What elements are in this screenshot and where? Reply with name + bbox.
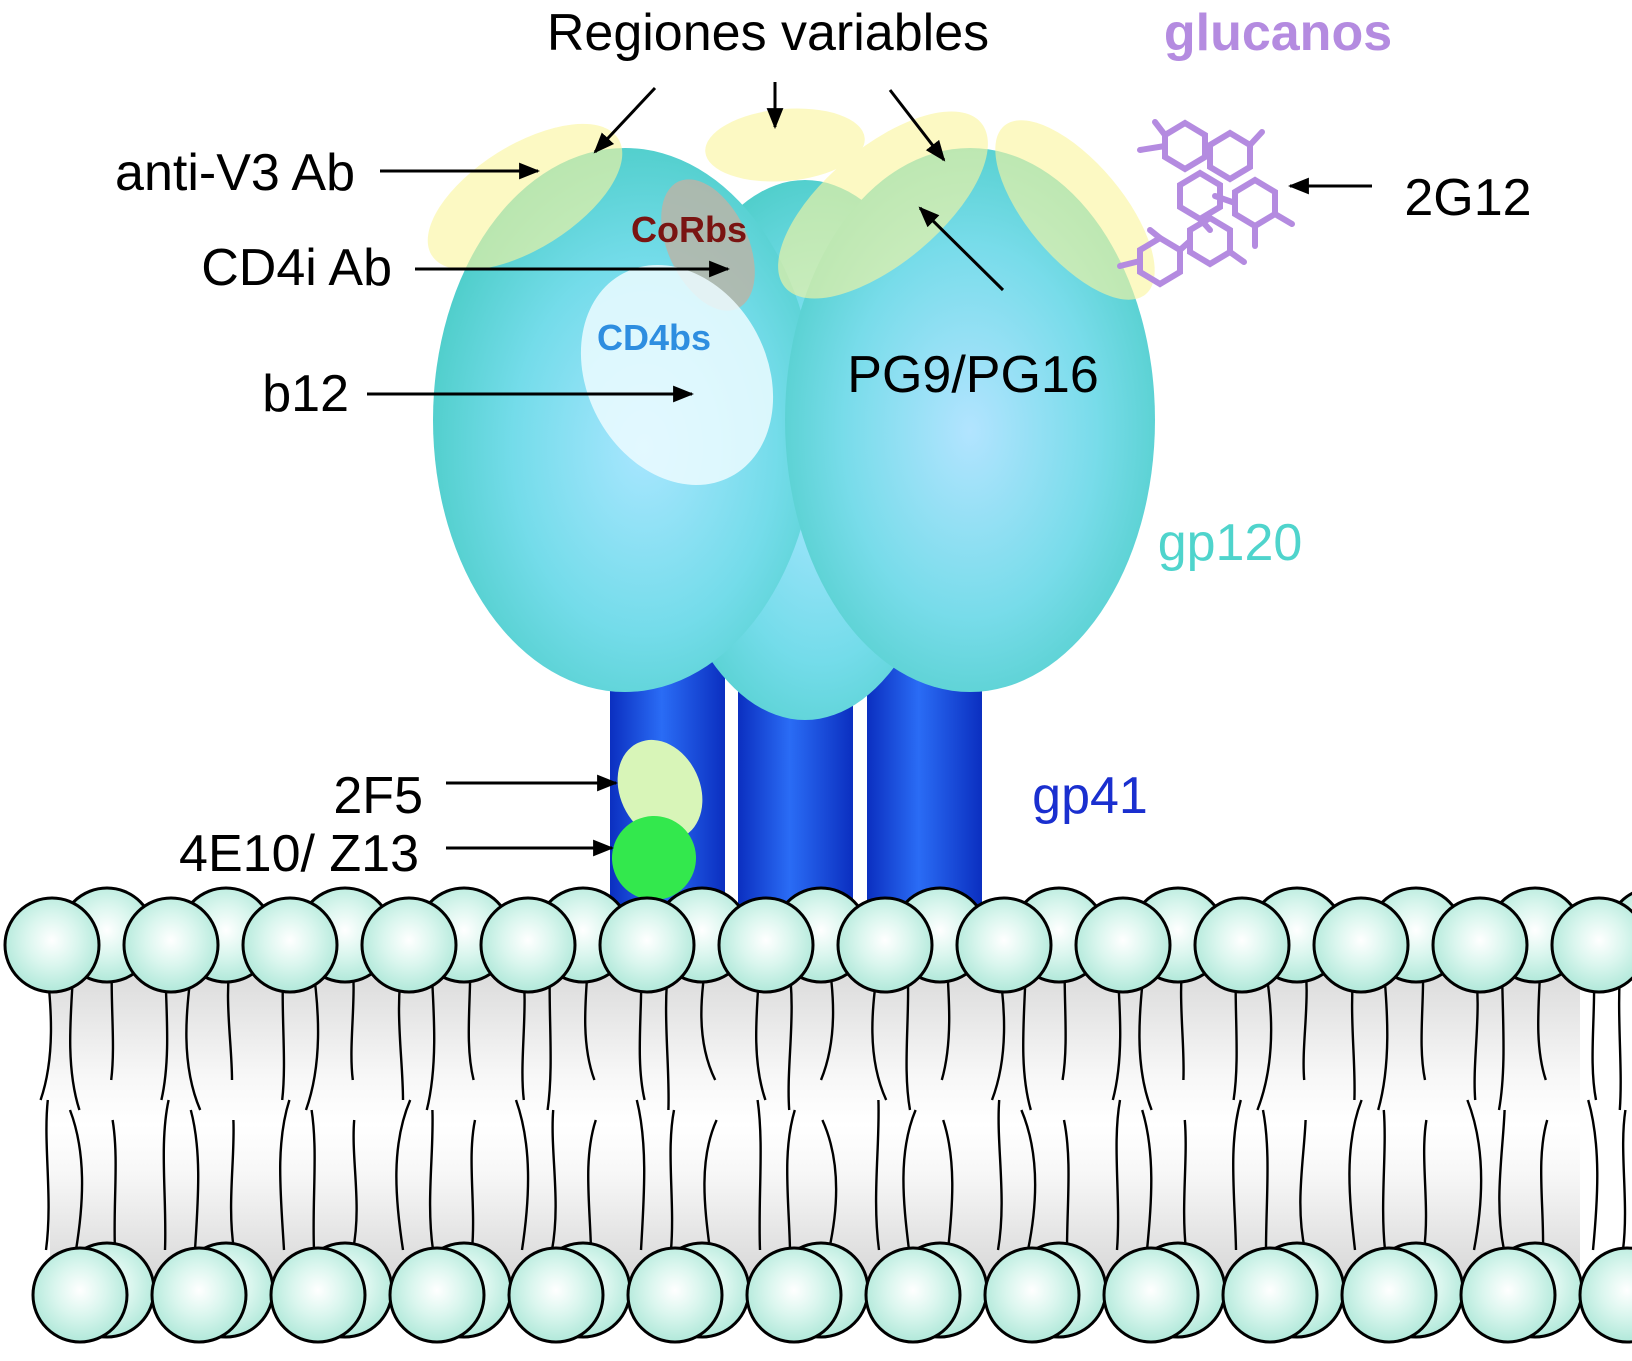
lipid-head: [1342, 1248, 1436, 1342]
lipid-head: [838, 898, 932, 992]
lipid-head: [390, 1248, 484, 1342]
label-b12: b12: [262, 365, 349, 423]
label-2f5: 2F5: [333, 767, 423, 825]
lipid-head: [747, 1248, 841, 1342]
lipid-tail: [1623, 1110, 1625, 1250]
label-gp120: gp120: [1158, 514, 1303, 572]
lipid-bilayer: [5, 888, 1632, 1342]
label-4e10-z13: 4E10/ Z13: [179, 825, 419, 883]
label-gp41: gp41: [1032, 767, 1148, 825]
lipid-tail: [46, 1100, 49, 1250]
lipid-head: [362, 898, 456, 992]
lipid-tail: [1383, 1110, 1385, 1250]
bilayer-core: [50, 960, 1580, 1290]
lipid-head: [1461, 1248, 1555, 1342]
lipid-head: [271, 1248, 365, 1342]
arrow-var-left: [595, 88, 655, 152]
lipid-head: [957, 898, 1051, 992]
lipid-head: [1223, 1248, 1317, 1342]
label-corbs: CoRbs: [631, 209, 747, 250]
lipid-head: [1552, 898, 1632, 992]
lipid-head: [1580, 1248, 1632, 1342]
lipid-tail: [1184, 1120, 1186, 1250]
label-cd4i: CD4i Ab: [201, 239, 392, 297]
label-anti-v3: anti-V3 Ab: [115, 144, 355, 202]
label-variable-regions: Regiones variables: [547, 4, 989, 62]
lipid-head: [1433, 898, 1527, 992]
lipid-head: [719, 898, 813, 992]
lipid-head: [600, 898, 694, 992]
lipid-head: [1076, 898, 1170, 992]
label-glycans: glucanos: [1164, 4, 1392, 62]
label-cd4bs: CD4bs: [597, 317, 711, 358]
lipid-head: [866, 1248, 960, 1342]
lipid-head: [152, 1248, 246, 1342]
label-pg9-pg16: PG9/PG16: [847, 346, 1098, 404]
lipid-head: [509, 1248, 603, 1342]
lipid-head: [628, 1248, 722, 1342]
lipid-head: [1314, 898, 1408, 992]
lipid-head: [5, 898, 99, 992]
lipid-head: [985, 1248, 1079, 1342]
lipid-tail: [1588, 1100, 1597, 1250]
lipid-head: [243, 898, 337, 992]
lipid-head: [1104, 1248, 1198, 1342]
lipid-head: [1195, 898, 1289, 992]
lipid-head: [124, 898, 218, 992]
lipid-head: [33, 1248, 127, 1342]
label-2g12: 2G12: [1404, 169, 1531, 227]
lipid-head: [481, 898, 575, 992]
